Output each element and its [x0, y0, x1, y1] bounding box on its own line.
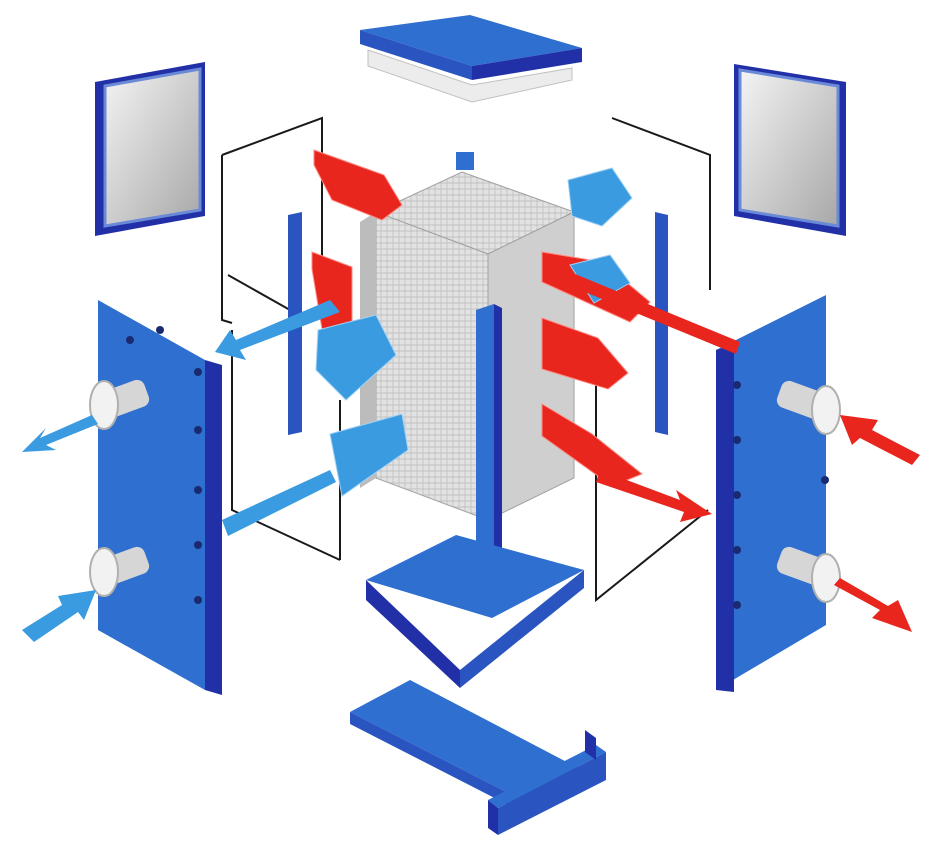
hot-in-arrow-icon: [546, 262, 920, 465]
support-base: [350, 680, 606, 835]
side-panel-left: [98, 300, 222, 695]
hot-out-arrow-icon: [596, 470, 912, 632]
bottom-head: [366, 535, 584, 688]
side-panel-right: [716, 295, 829, 692]
nozzle-cold-out: [89, 379, 150, 430]
flow-arrows: [22, 262, 920, 642]
nozzle-hot-in: [776, 380, 841, 435]
cover-panel-right: [734, 64, 846, 236]
top-head: [360, 15, 582, 103]
hot-flow-passes-left: [311, 149, 403, 338]
cold-flow-passes: [315, 167, 633, 497]
cold-out-arrow-icon: [22, 300, 340, 452]
front-girder: [476, 304, 502, 571]
nozzle-cold-in: [89, 546, 150, 597]
gasket-frames: [221, 116, 711, 603]
cover-panel-left: [95, 62, 205, 236]
cold-in-arrow-icon: [22, 470, 336, 642]
nozzle-hot-out: [776, 546, 841, 603]
nozzles: [89, 379, 841, 603]
